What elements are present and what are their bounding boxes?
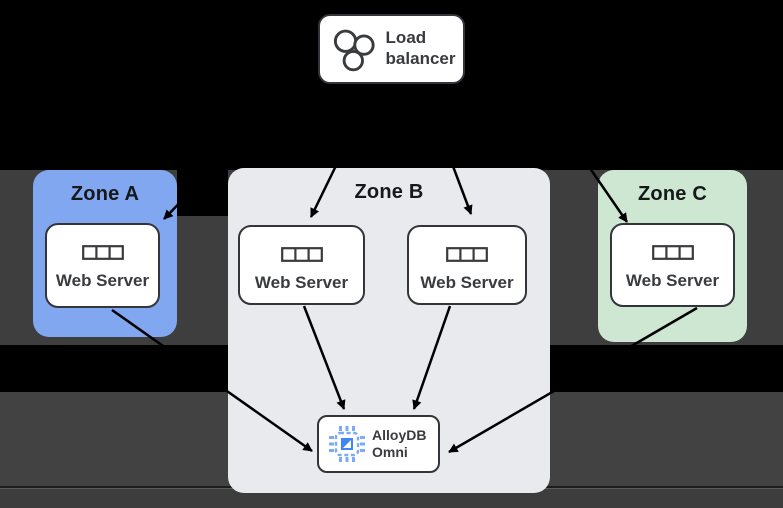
background-band-bottom bbox=[0, 489, 783, 508]
web-server-zone-b-1: Web Server bbox=[238, 225, 365, 305]
web-server-label: Web Server bbox=[625, 271, 720, 290]
server-grid-icon bbox=[280, 247, 323, 262]
server-grid-icon bbox=[81, 245, 124, 260]
zone-a-title: Zone A bbox=[70, 183, 140, 205]
server-grid-icon bbox=[446, 247, 488, 262]
web-server-zone-a: Web Server bbox=[45, 223, 160, 308]
load-balancer: Load balancer bbox=[318, 14, 465, 84]
alloydb-label-line2: Omni bbox=[372, 444, 408, 460]
zone-c-title: Zone C bbox=[638, 183, 707, 205]
web-server-label: Web Server bbox=[254, 273, 349, 292]
web-server-label: Web Server bbox=[55, 271, 150, 290]
alloydb-omni: AlloyDB Omni bbox=[317, 415, 440, 473]
load-balancer-label: Load balancer bbox=[385, 28, 456, 68]
load-balancer-icon bbox=[333, 29, 375, 72]
server-grid-icon bbox=[651, 245, 694, 260]
web-server-label: Web Server bbox=[420, 273, 514, 292]
alloydb-label-line1: AlloyDB bbox=[372, 427, 427, 444]
background-patch bbox=[177, 170, 228, 216]
alloydb-label: AlloyDB Omni bbox=[372, 427, 426, 461]
web-server-zone-b-2: Web Server bbox=[407, 225, 527, 305]
chip-icon bbox=[329, 426, 365, 462]
web-server-zone-c: Web Server bbox=[610, 223, 735, 307]
zone-b-title: Zone B bbox=[354, 181, 424, 203]
